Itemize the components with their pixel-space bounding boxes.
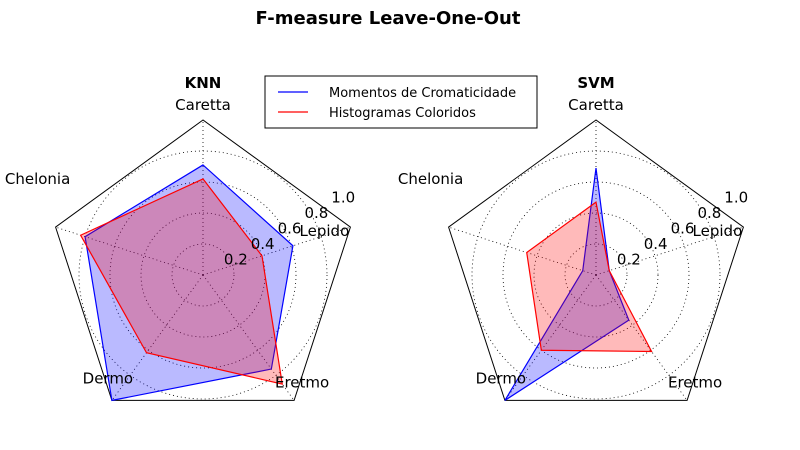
radial-tick-label: 0.8 bbox=[304, 204, 328, 222]
grid-circle bbox=[109, 181, 297, 369]
legend-frame bbox=[264, 75, 538, 129]
series-histogramas-coloridos bbox=[526, 201, 653, 353]
radial-tick-label: 0.2 bbox=[224, 251, 248, 269]
grid-circle bbox=[78, 150, 328, 400]
category-label-eretmo: Eretmo bbox=[275, 373, 329, 391]
radial-tick-label: 0.6 bbox=[671, 220, 695, 238]
legend-entry-0: Momentos de Cromaticidade bbox=[329, 86, 516, 101]
category-label-eretmo: Eretmo bbox=[668, 373, 722, 391]
radial-tick-label: 0.4 bbox=[251, 235, 275, 253]
figure-title: F-measure Leave-One-Out bbox=[256, 8, 521, 29]
radial-tick-label: 1.0 bbox=[724, 189, 748, 207]
radial-tick-label: 0.6 bbox=[278, 220, 302, 238]
radar-frame bbox=[447, 119, 745, 401]
radial-tick-label: 0.8 bbox=[697, 204, 721, 222]
category-label-lepido: Lepido bbox=[300, 222, 350, 240]
chart-title: KNN bbox=[185, 74, 222, 92]
radar-frame bbox=[54, 119, 352, 401]
radial-tick-label: 0.2 bbox=[617, 251, 641, 269]
category-label-dermo: Dermo bbox=[83, 369, 133, 387]
category-label-lepido: Lepido bbox=[693, 222, 743, 240]
grid-circle bbox=[471, 150, 721, 400]
legend-entry-1: Histogramas Coloridos bbox=[329, 106, 476, 121]
category-label-chelonia: Chelonia bbox=[398, 170, 463, 188]
grid-circle bbox=[564, 243, 628, 307]
radial-tick-label: 1.0 bbox=[331, 189, 355, 207]
grid-circle bbox=[533, 212, 659, 338]
grid-circle bbox=[502, 181, 690, 369]
grid-circle bbox=[171, 243, 235, 307]
chart-title: SVM bbox=[577, 74, 614, 92]
legend: Momentos de Cromaticidade Histogramas Co… bbox=[264, 75, 538, 129]
category-label-caretta: Caretta bbox=[568, 96, 624, 114]
category-label-chelonia: Chelonia bbox=[5, 170, 70, 188]
series-momentos-de-cromaticidade bbox=[504, 167, 630, 401]
radial-tick-label: 0.4 bbox=[644, 235, 668, 253]
series-histogramas-coloridos bbox=[79, 178, 283, 385]
category-label-dermo: Dermo bbox=[476, 369, 526, 387]
category-label-caretta: Caretta bbox=[175, 96, 231, 114]
